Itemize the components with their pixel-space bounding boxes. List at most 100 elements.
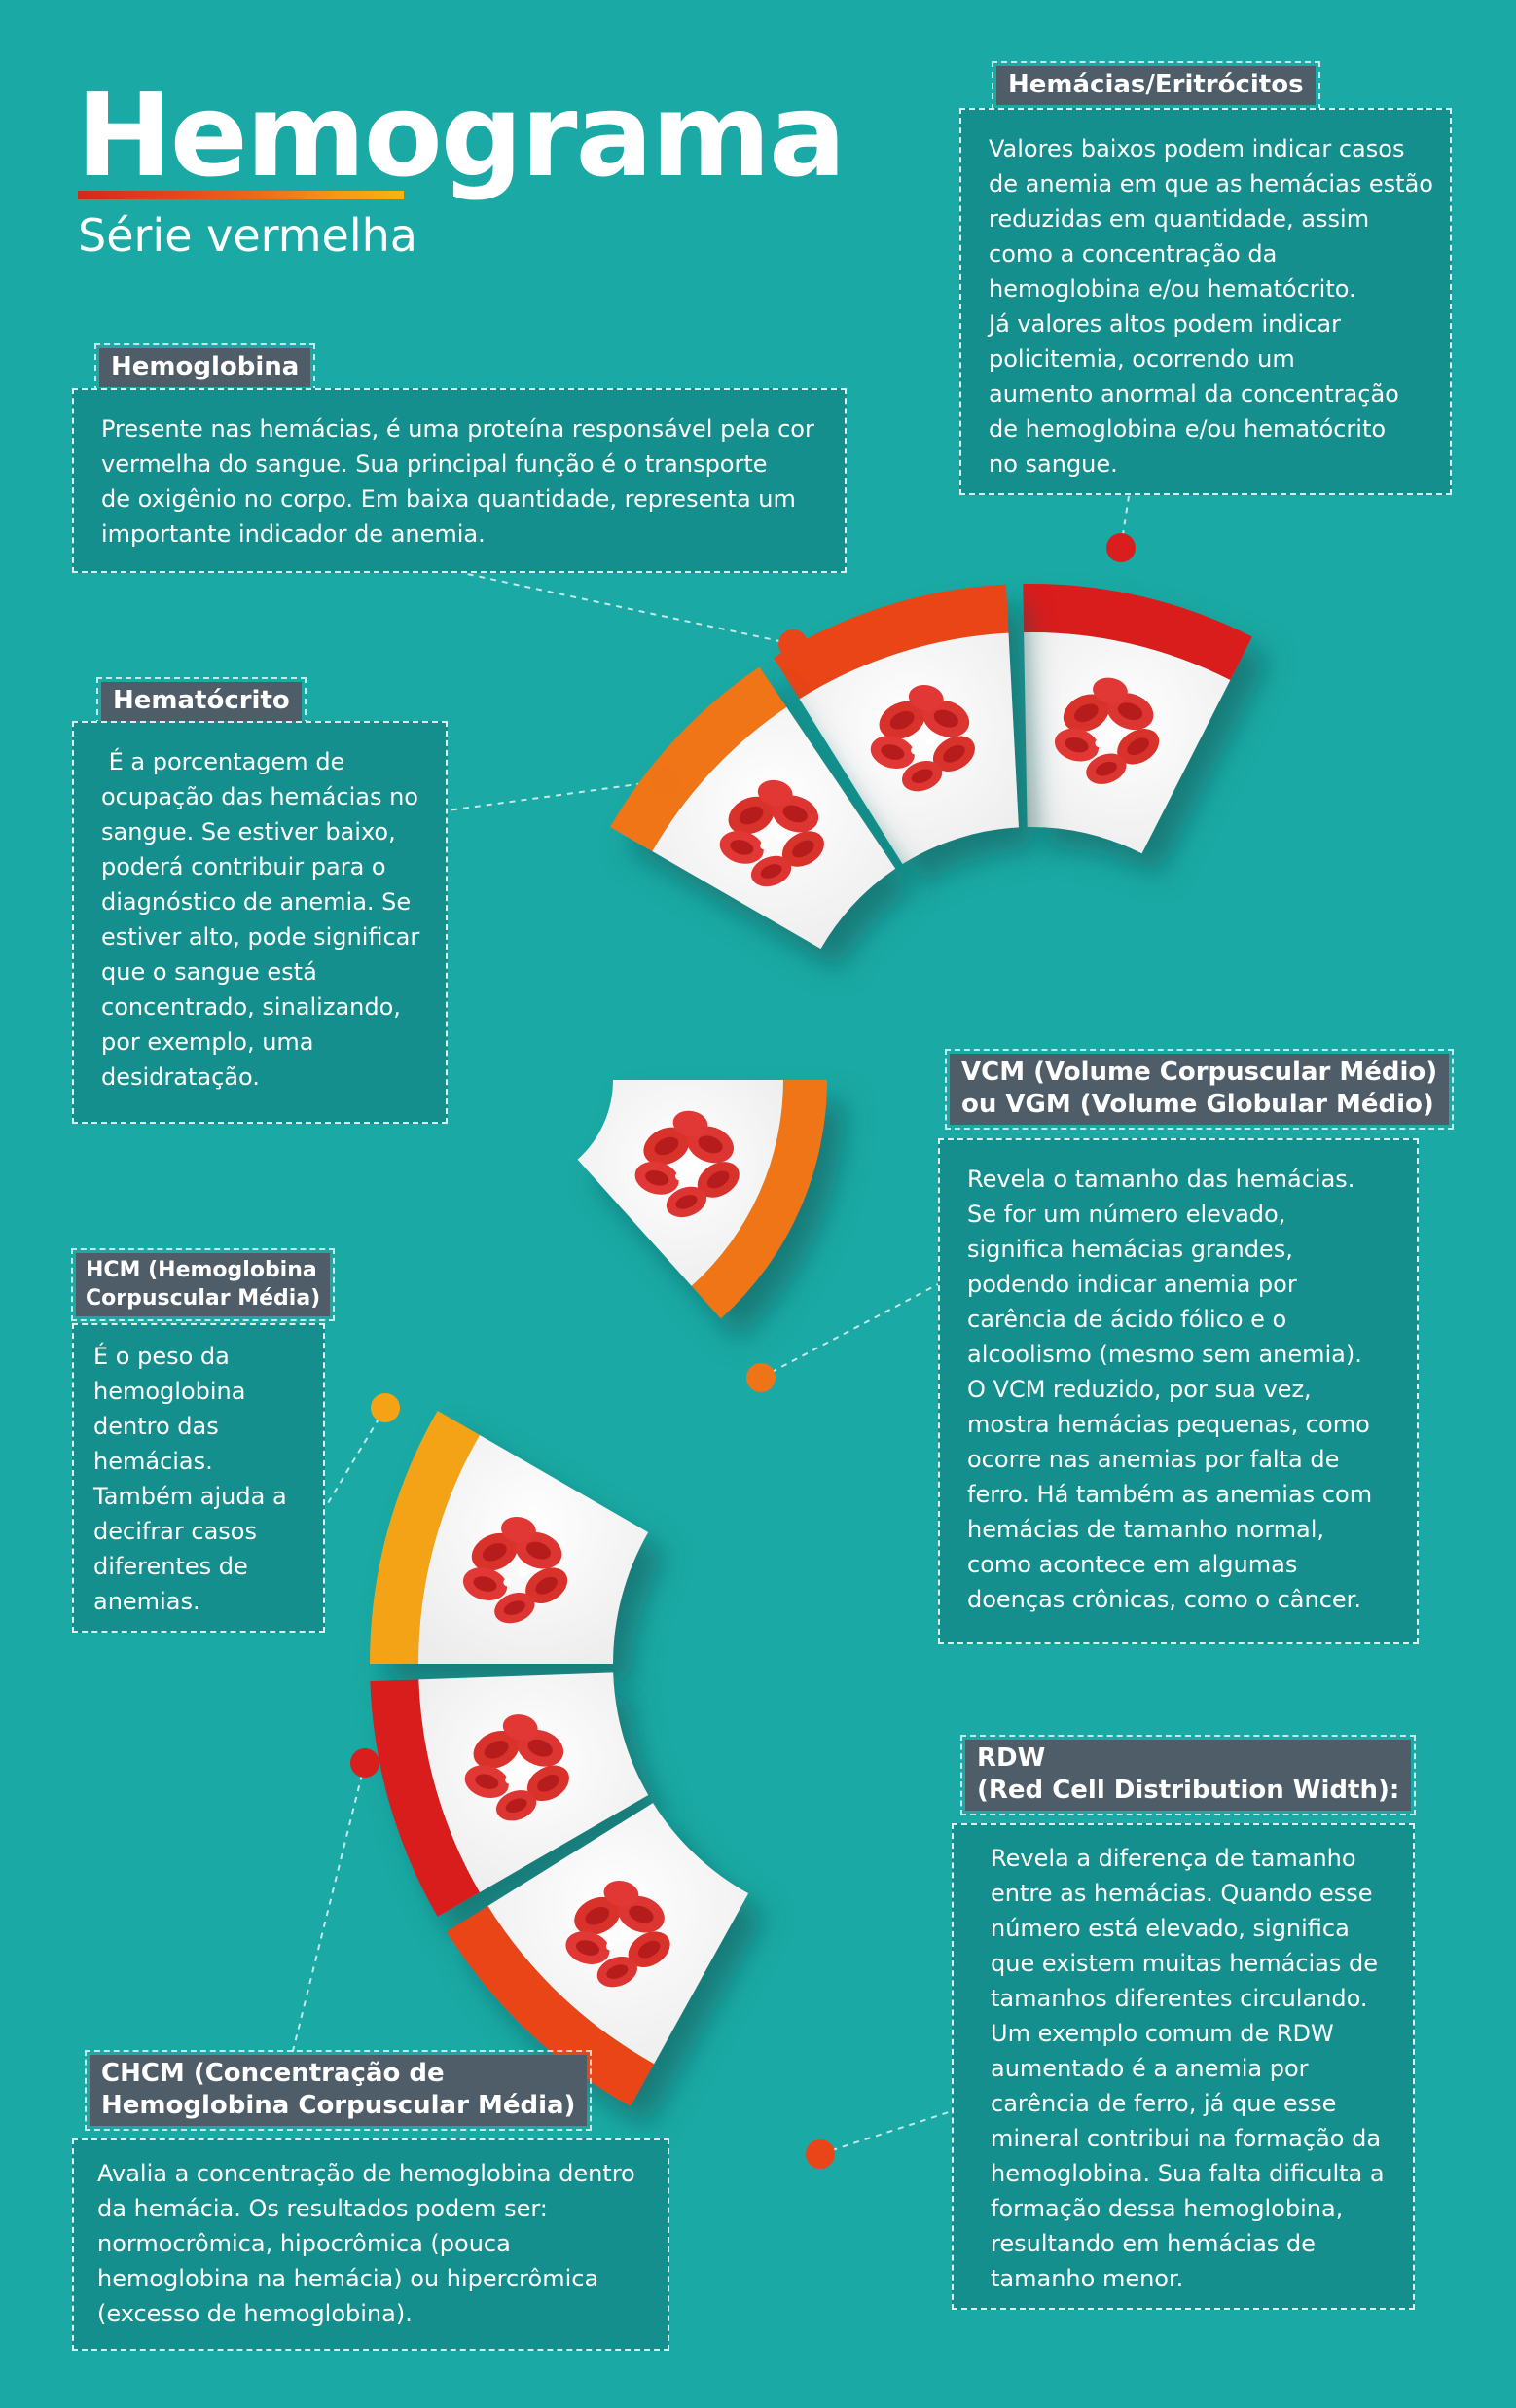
label-line: Corpuscular Média) <box>86 1286 321 1311</box>
segment-petal <box>577 1080 783 1286</box>
text-line: hemácias. <box>93 1448 213 1475</box>
text-line: como acontece em algumas <box>967 1551 1298 1578</box>
connector-line <box>760 1283 939 1379</box>
text-line: aumento anormal da concentração <box>989 380 1399 408</box>
text-line: Revela a diferença de tamanho <box>991 1845 1356 1872</box>
segment-chcm <box>370 1672 649 1917</box>
text-line: estiver alto, pode significar <box>101 923 420 951</box>
label-rdw: RDW (Red Cell Distribution Width): <box>959 1735 1417 1815</box>
label-vcm: VCM (Volume Corpuscular Médio) ou VGM (V… <box>944 1049 1455 1130</box>
text-line: vermelha do sangue. Sua principal função… <box>101 450 768 478</box>
text-line: que existem muitas hemácias de <box>991 1950 1379 1977</box>
text-line: entre as hemácias. Quando esse <box>991 1880 1373 1907</box>
text-line: normocrômica, hipocrômica (pouca <box>97 2230 511 2257</box>
text-line: sangue. Se estiver baixo, <box>101 818 396 845</box>
box-rdw: Revela a diferença de tamanho entre as h… <box>952 1823 1415 2310</box>
text-line: mineral contribui na formação da <box>991 2125 1382 2152</box>
text-line: tamanhos diferentes circulando. <box>991 1985 1368 2012</box>
box-chcm: Avalia a concentração de hemoglobina den… <box>72 2138 669 2351</box>
text-line: concentrado, sinalizando, <box>101 993 401 1021</box>
text-line: hemoglobina. Sua falta dificulta a <box>991 2160 1385 2187</box>
text-line: reduzidas em quantidade, assim <box>989 205 1370 233</box>
box-hcm: É o peso da hemoglobina dentro das hemác… <box>72 1323 325 1633</box>
text-line: carência de ácido fólico e o <box>967 1306 1287 1333</box>
segment-band <box>609 666 787 851</box>
dot-hematocrito <box>651 766 680 795</box>
text-line: no sangue. <box>989 450 1118 478</box>
text-line: hemoglobina <box>93 1378 246 1405</box>
page-title: Hemograma <box>76 68 847 202</box>
dot-vcm <box>746 1363 776 1392</box>
text-line: decifrar casos <box>93 1518 257 1545</box>
text-line: Já valores altos podem indicar <box>989 310 1341 338</box>
connector-line <box>1120 495 1130 549</box>
text-line: que o sangue está <box>101 958 317 986</box>
text-line: ocupação das hemácias no <box>101 783 418 810</box>
segment-band <box>691 1080 827 1319</box>
text-line: da hemácia. Os resultados podem ser: <box>97 2195 548 2222</box>
text-line: número está elevado, significa <box>991 1915 1350 1942</box>
segment-petal <box>487 1803 749 2065</box>
text-line: importante indicador de anemia. <box>101 521 486 548</box>
text-line: ocorre nas anemias por falta de <box>967 1446 1340 1473</box>
label-hematocrito: Hematócrito <box>96 677 307 726</box>
hemograma-arc <box>370 584 1252 2106</box>
label-line: HCM (Hemoglobina <box>86 1258 317 1282</box>
text-line: aumentado é a anemia por <box>991 2055 1309 2082</box>
text-line: mostra hemácias pequenas, como <box>967 1411 1370 1438</box>
connector-line <box>324 1407 386 1509</box>
text-line: carência de ferro, já que esse <box>991 2090 1337 2117</box>
label-hemacias: Hemácias/Eritrócitos <box>992 61 1320 110</box>
text-line: É a porcentagem de <box>101 748 345 775</box>
text-line: (excesso de hemoglobina). <box>97 2300 413 2327</box>
text-line: significa hemácias grandes, <box>967 1236 1293 1263</box>
segment-band <box>370 1411 480 1664</box>
label-hcm: HCM (Hemoglobina Corpuscular Média) <box>70 1248 336 1321</box>
text-line: formação dessa hemoglobina, <box>991 2195 1344 2222</box>
connector-line <box>819 2110 953 2155</box>
label-line: ou VGM (Volume Globular Médio) <box>961 1090 1434 1119</box>
label-line: VCM (Volume Corpuscular Médio) <box>961 1058 1438 1087</box>
segment-rdw <box>447 1803 749 2106</box>
text-line: tamanho menor. <box>991 2265 1184 2292</box>
box-vcm: Revela o tamanho das hemácias. Se for um… <box>938 1138 1419 1644</box>
text-line: resultando em hemácias de <box>991 2230 1316 2257</box>
label-chcm: CHCM (Concentração de Hemoglobina Corpus… <box>84 2050 593 2131</box>
text-line: Presente nas hemácias, é uma proteína re… <box>101 415 814 443</box>
text-line: ferro. Há também as anemias com <box>967 1481 1373 1508</box>
dot-hemacias <box>1106 533 1136 562</box>
connector-line <box>291 1762 366 2056</box>
box-hematocrito: É a porcentagem de ocupação das hemácias… <box>72 721 448 1124</box>
dot-chcm <box>350 1748 379 1778</box>
text-line: É o peso da <box>93 1343 230 1370</box>
label-hemoglobina: Hemoglobina <box>93 343 316 392</box>
text-line: Valores baixos podem indicar casos <box>989 135 1405 162</box>
segment-hematocrito <box>609 666 896 949</box>
text-line: Um exemplo comum de RDW <box>991 2020 1334 2047</box>
text-line: alcoolismo (mesmo sem anemia). <box>967 1341 1362 1368</box>
text-line: como a concentração da <box>989 240 1278 268</box>
box-hemoglobina: Presente nas hemácias, é uma proteína re… <box>72 388 847 573</box>
label-line: (Red Cell Distribution Width): <box>977 1776 1400 1805</box>
text-line: O VCM reduzido, por sua vez, <box>967 1376 1312 1403</box>
text-line: policitemia, ocorrendo um <box>989 345 1295 373</box>
connector-lines <box>291 495 1130 2155</box>
segment-band <box>1023 584 1252 681</box>
text-line: podendo indicar anemia por <box>967 1271 1297 1298</box>
text-line: por exemplo, uma <box>101 1028 314 1056</box>
segment-petal <box>652 706 896 949</box>
connector-line <box>447 779 667 811</box>
text-line: Revela o tamanho das hemácias. <box>967 1166 1355 1193</box>
text-line: Também ajuda a <box>93 1483 287 1510</box>
segment-band <box>447 1906 655 2106</box>
segment-hemoglobina <box>774 584 1019 864</box>
text-line: dentro das <box>93 1413 219 1440</box>
text-line: hemoglobina e/ou hematócrito. <box>989 275 1356 303</box>
text-line: diferentes de <box>93 1553 248 1580</box>
text-line: poderá contribuir para o <box>101 853 386 881</box>
box-hemacias: Valores baixos podem indicar casos de an… <box>959 108 1452 495</box>
text-line: de oxigênio no corpo. Em baixa quantidad… <box>101 485 796 513</box>
text-line: hemoglobina na hemácia) ou hipercrômica <box>97 2265 599 2292</box>
text-line: de anemia em que as hemácias estão <box>989 170 1433 198</box>
